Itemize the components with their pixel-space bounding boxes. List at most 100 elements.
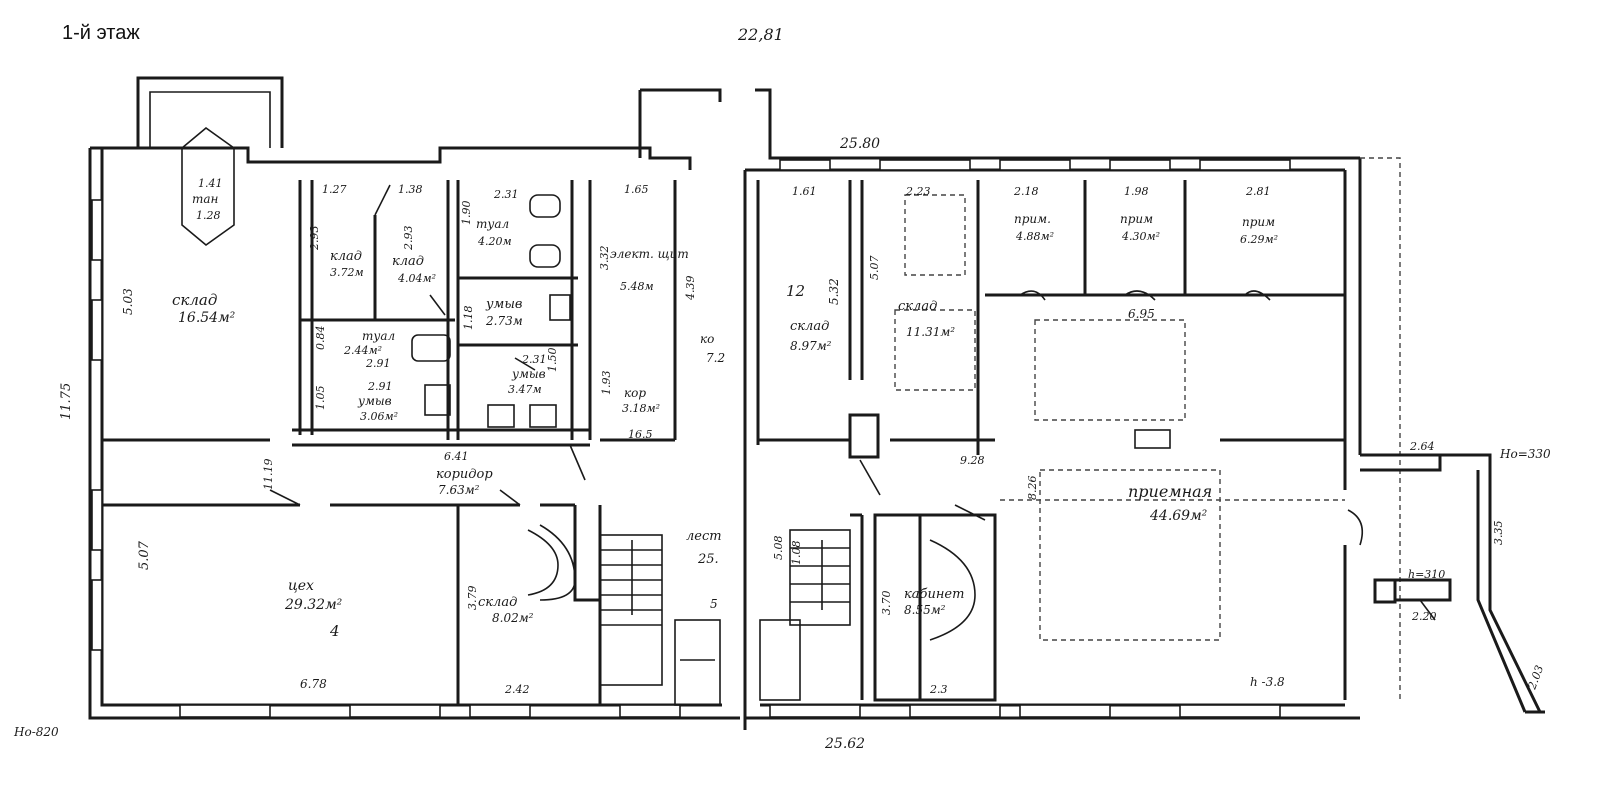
klad1-d1: 1.27 — [322, 183, 347, 196]
sklad4-area: 11.31м² — [906, 325, 955, 339]
toilet2-name: туал — [362, 329, 395, 343]
workshop-name: цех — [288, 578, 314, 594]
washroom2-area: 3.06м² — [360, 410, 398, 423]
dim-top-right: 25.80 — [839, 136, 880, 152]
porch-h: h=310 — [1408, 568, 1445, 581]
sklad1-name: склад — [172, 291, 217, 309]
sklad1-dim: 5.03 — [121, 288, 135, 315]
cabinet-d2: 2.3 — [929, 683, 948, 696]
koridor-name: коридор — [436, 467, 493, 482]
washroom3-area: 3.47м — [508, 383, 542, 396]
porch-d3: 2.20 — [1411, 610, 1437, 623]
sklad3-d1: 1.61 — [792, 185, 817, 198]
klad1-area: 3.72м — [330, 266, 364, 279]
height-mark-right: Hо=330 — [1499, 447, 1551, 461]
kor-small-name: кор — [624, 386, 646, 400]
porch-d2: 3.35 — [1492, 521, 1505, 546]
stair-right-d2: 1.08 — [790, 541, 803, 566]
tambour-d2: 1.28 — [196, 209, 221, 222]
sklad1-area: 16.54м² — [178, 310, 236, 326]
kor-small-d2: 16.5 — [628, 428, 653, 441]
kor-edge-d1: 4.39 — [684, 276, 697, 302]
sklad3-name: склад — [790, 319, 829, 334]
priem2-area: 4.30м² — [1121, 230, 1160, 243]
workshop-area: 29.32м² — [284, 597, 343, 613]
sklad2-d1: 3.79 — [466, 586, 479, 611]
toilet1-area: 4.20м — [477, 235, 512, 248]
sklad2-name: склад — [478, 595, 517, 610]
workshop-d1: 6.78 — [300, 677, 327, 691]
sklad4-name: склад — [898, 299, 937, 314]
stair-right-d1: 5.08 — [772, 536, 785, 561]
electric-name: элект. щит — [610, 247, 689, 261]
reception-area: 44.69м² — [1149, 508, 1208, 524]
sklad3-d2: 5.32 — [827, 278, 841, 305]
porch-d4: 2.03 — [1525, 664, 1546, 692]
cabinet-d1: 3.70 — [880, 591, 893, 616]
washroom2-d2: 1.05 — [314, 386, 327, 411]
kor-edge-name: ко — [700, 332, 714, 346]
klad1-d2: 2.93 — [308, 226, 321, 252]
sklad4-d1: 2.23 — [905, 185, 931, 198]
sklad2-area: 8.02м² — [492, 611, 534, 625]
electric-d1: 1.65 — [624, 183, 649, 196]
reception-d2: 8.26 — [1026, 476, 1039, 501]
sklad3-num: 12 — [786, 282, 805, 300]
washroom2-name: умыв — [357, 394, 392, 408]
dim-left-total: 11.75 — [59, 383, 74, 420]
reception-d3: 9.28 — [960, 454, 985, 467]
floor-title: 1-й этаж — [62, 22, 140, 44]
washroom2-d1: 2.91 — [367, 380, 393, 393]
workshop-d2: 5.07 — [137, 540, 152, 570]
washroom1-d1: 1.18 — [462, 306, 475, 331]
plan-labels: 22,81 25.80 25.62 Hо-820 Hо=330 11.75 1.… — [13, 25, 1551, 752]
klad1-name: клад — [330, 249, 362, 264]
electric-d2: 3.32 — [598, 246, 611, 271]
klad2-name: клад — [392, 254, 424, 269]
priem2-name: прим — [1120, 212, 1153, 226]
sklad3-area: 8.97м² — [790, 339, 832, 353]
reception-name: приемная — [1128, 482, 1212, 501]
tambour-outline — [181, 126, 235, 247]
stair-left-label: лест — [686, 529, 722, 544]
sklad2-d2: 2.42 — [504, 683, 530, 696]
koridor-d1: 6.41 — [444, 450, 469, 463]
priem3-name: прим — [1242, 215, 1275, 229]
cabinet-name: кабинет — [904, 587, 964, 602]
cabinet-area: 8.55м² — [904, 603, 946, 617]
priem1-d1: 2.18 — [1013, 185, 1039, 198]
stair-left-d1: 25. — [697, 552, 719, 567]
kor-edge-area: 7.2 — [706, 351, 725, 365]
tambour-d1: 1.41 — [198, 177, 223, 190]
toilet1-d2: 1.90 — [460, 201, 473, 226]
reception-d1: 6.95 — [1128, 307, 1155, 321]
washroom3-d1: 2.31 — [521, 353, 547, 366]
dim-bottom-right: 25.62 — [824, 736, 865, 752]
klad2-area: 4.04м² — [397, 272, 436, 285]
tambour-name: тан — [192, 192, 219, 206]
toilet1-d1: 2.31 — [493, 188, 519, 201]
sklad4-d2: 5.07 — [868, 256, 881, 281]
toilet2-d1: 0.84 — [314, 326, 327, 351]
priem3-area: 6.29м² — [1240, 233, 1278, 246]
priem1-area: 4.88м² — [1015, 230, 1054, 243]
klad2-d2: 2.93 — [402, 226, 415, 252]
washroom3-name: умыв — [511, 367, 546, 381]
priem1-name: прим. — [1014, 212, 1051, 226]
height-mark-left: Hо-820 — [13, 725, 59, 739]
washroom1-area: 2.73м — [485, 314, 523, 328]
left-building-walls — [88, 76, 740, 720]
toilet2-area: 2.44м² — [343, 344, 382, 357]
toilet1-name: туал — [476, 217, 509, 231]
right-building-walls — [743, 88, 1545, 730]
koridor-area: 7.63м² — [438, 483, 480, 497]
toilet2-d2: 2.91 — [365, 357, 391, 370]
koridor-d2: 11.19 — [262, 459, 275, 491]
porch-d1: 2.64 — [1409, 440, 1435, 453]
washroom1-name: умыв — [485, 297, 522, 312]
electric-area: 5.48м — [620, 280, 654, 293]
workshop-num: 4 — [329, 622, 340, 640]
stair-left-d2: 5 — [710, 597, 718, 611]
washroom3-d2: 1.50 — [546, 348, 559, 373]
